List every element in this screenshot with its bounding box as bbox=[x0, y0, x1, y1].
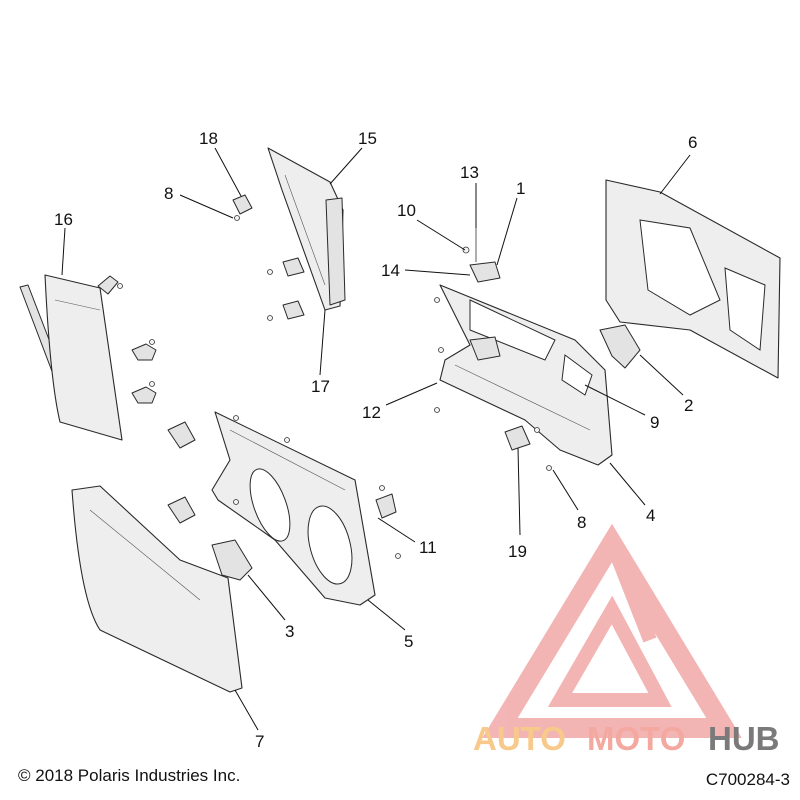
part-5-door-frame bbox=[211, 411, 376, 606]
callout-8-lower: 8 bbox=[577, 513, 586, 532]
callout-14: 14 bbox=[381, 261, 400, 280]
callout-13: 13 bbox=[460, 163, 479, 182]
hinge-left-lower bbox=[167, 496, 196, 524]
part-7-door-skin bbox=[71, 485, 243, 693]
callout-10: 10 bbox=[397, 201, 416, 220]
callout-5: 5 bbox=[404, 632, 413, 651]
callout-16: 16 bbox=[54, 210, 73, 229]
part-19-bracket bbox=[504, 425, 531, 451]
callout-19: 19 bbox=[508, 542, 527, 561]
callout-8-upper: 8 bbox=[164, 184, 173, 203]
copyright-notice: © 2018 Polaris Industries Inc. bbox=[18, 766, 241, 785]
watermark-text: AUTO MOTO HUB bbox=[473, 720, 780, 757]
callout-15: 15 bbox=[358, 129, 377, 148]
watermark-hub: HUB bbox=[708, 720, 780, 757]
callout-6: 6 bbox=[688, 133, 697, 152]
callout-2: 2 bbox=[684, 396, 693, 415]
watermark-logo bbox=[482, 523, 742, 738]
part-2-latch bbox=[599, 324, 641, 369]
watermark-auto: AUTO bbox=[473, 720, 566, 757]
part-6-door-panel bbox=[605, 179, 781, 379]
leader-lines bbox=[61, 147, 691, 731]
callout-labels: 1 2 3 4 5 6 7 8 8 9 10 11 12 13 14 15 16… bbox=[54, 129, 697, 751]
callout-3: 3 bbox=[285, 622, 294, 641]
hinge-right-lower bbox=[469, 336, 501, 361]
callout-18: 18 bbox=[199, 129, 218, 148]
screws bbox=[117, 215, 552, 559]
callout-12: 12 bbox=[362, 403, 381, 422]
callout-11: 11 bbox=[419, 538, 437, 557]
figure-id: C700284-3 bbox=[705, 770, 790, 789]
part-4-door-frame bbox=[439, 284, 613, 466]
part-11-bracket bbox=[375, 493, 397, 519]
callout-17: 17 bbox=[311, 377, 330, 396]
callout-7: 7 bbox=[255, 732, 264, 751]
part-15-upper-frame bbox=[267, 147, 346, 320]
callout-9: 9 bbox=[650, 413, 659, 432]
callout-4: 4 bbox=[646, 506, 655, 525]
watermark-moto: MOTO bbox=[587, 720, 685, 757]
part-18-clip bbox=[232, 194, 253, 215]
hinge-left-upper bbox=[167, 421, 196, 449]
part-3-latch bbox=[211, 539, 253, 581]
part-16-door-panel bbox=[19, 274, 157, 441]
part-1-hinge bbox=[469, 261, 501, 283]
callout-1: 1 bbox=[516, 179, 525, 198]
